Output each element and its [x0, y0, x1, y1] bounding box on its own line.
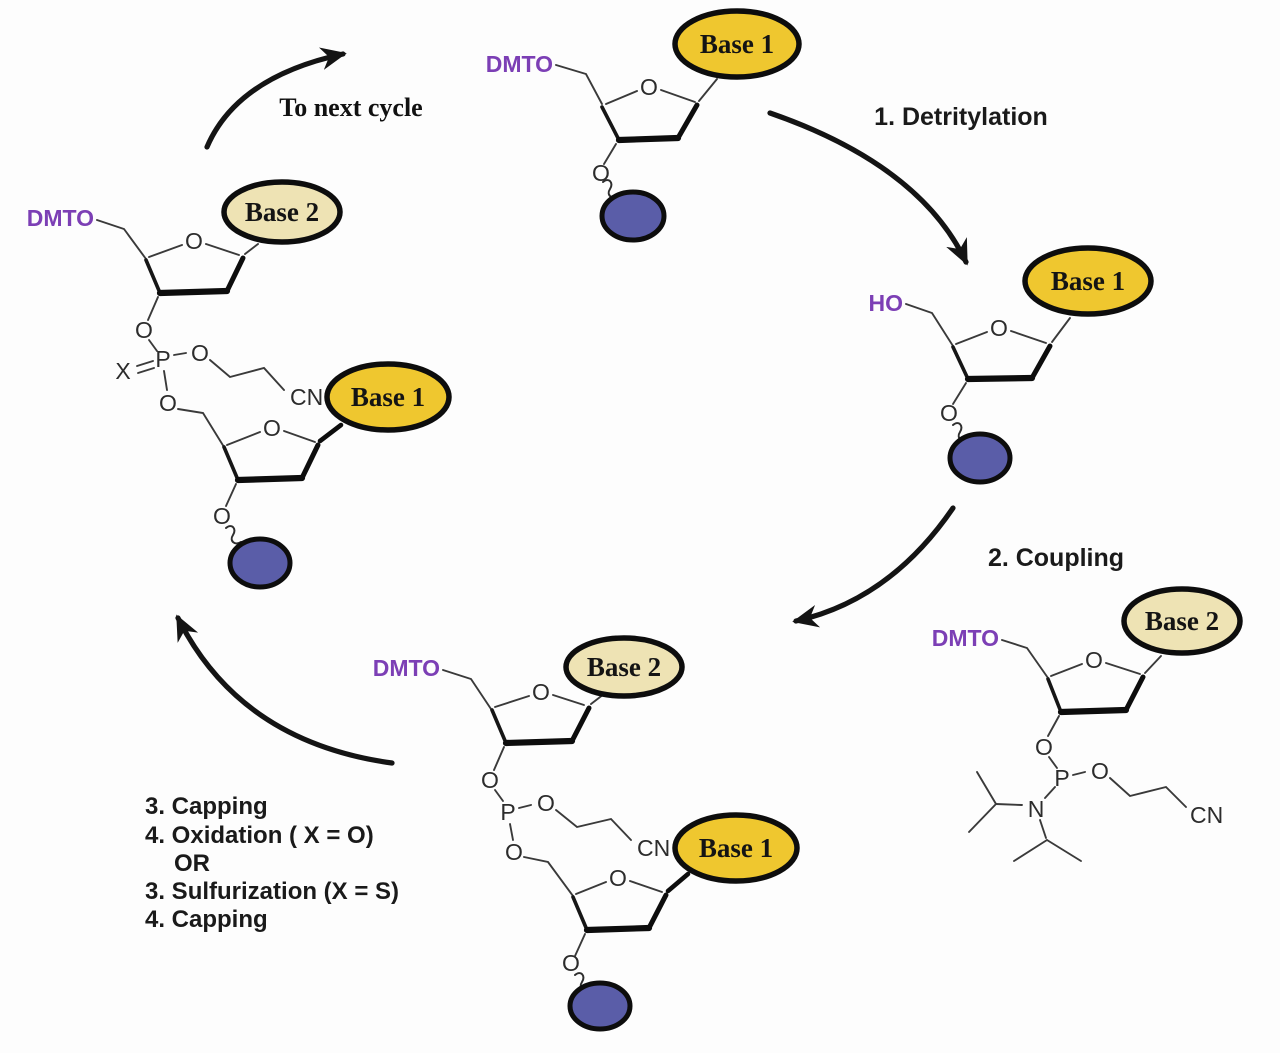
oxygen-label: O	[213, 503, 231, 529]
base2-label: Base 2	[1145, 606, 1219, 636]
bonds	[555, 64, 718, 165]
base2-ellipse	[1121, 586, 1243, 656]
base2-ellipse	[221, 179, 343, 245]
capping-oxidation-line: 3. Capping	[145, 793, 268, 820]
bonds	[968, 639, 1187, 862]
base1-label: Base 1	[1051, 266, 1125, 296]
oxygen-label: O	[135, 317, 153, 343]
bonds	[905, 303, 1071, 405]
base1-label: Base 1	[699, 833, 773, 863]
base1-label: Base 1	[351, 382, 425, 412]
dmto-label: DMTO	[486, 51, 553, 77]
ring-oxygen-label: O	[532, 679, 550, 705]
structure-coupled-dimer: Base 2 Base 1 DMTO O O P O CN O O O	[373, 635, 800, 1032]
nitrogen-label: N	[1028, 796, 1045, 822]
solid-support-bead	[599, 189, 667, 243]
oxygen-label: O	[592, 160, 610, 186]
solid-support-bead	[947, 431, 1013, 485]
bonds	[96, 219, 344, 507]
oxygen-label: O	[1091, 758, 1109, 784]
coupling-arrow	[792, 505, 956, 628]
base2-ellipse	[563, 635, 685, 699]
structure-detritylated-nucleoside: Base 1 HO O O	[869, 245, 1154, 485]
ring-oxygen-label: O	[990, 315, 1008, 341]
oxygen-label: O	[940, 400, 958, 426]
dmto-label: DMTO	[373, 655, 440, 681]
linker-squiggle	[225, 525, 242, 545]
phosphorus-label: P	[155, 346, 170, 372]
capping-oxidation-text-block: 3. Capping 4. Oxidation ( X = O) OR 3. S…	[145, 793, 399, 933]
phosphorus-label: P	[500, 799, 515, 825]
oxygen-label: O	[562, 950, 580, 976]
oxygen-label: O	[159, 390, 177, 416]
ring-oxygen-label: O	[640, 74, 658, 100]
solid-support-bead	[567, 980, 633, 1032]
capping-oxidation-arrow	[175, 614, 395, 766]
base1-ellipse	[324, 361, 452, 433]
base1-ellipse	[1022, 245, 1154, 317]
ring-oxygen-label: O	[185, 228, 203, 254]
detritylation-arrow	[767, 110, 969, 266]
oxygen-label: O	[505, 839, 523, 865]
step-label-coupling: 2. Coupling	[988, 544, 1124, 572]
dmto-label: DMTO	[27, 205, 94, 231]
capping-oxidation-line: OR	[174, 850, 210, 877]
oxygen-label: O	[191, 340, 209, 366]
oxygen-label: O	[481, 767, 499, 793]
structure-start-nucleoside: Base 1 DMTO O O	[486, 8, 802, 243]
base2-label: Base 2	[245, 197, 319, 227]
base1-label: Base 1	[700, 29, 774, 59]
capping-oxidation-line: 4. Capping	[145, 906, 268, 933]
dmto-label: DMTO	[932, 625, 999, 651]
base1-ellipse	[672, 8, 802, 80]
cyano-label: CN	[637, 835, 670, 861]
step-label-detritylation: 1. Detritylation	[874, 103, 1048, 131]
oxygen-label: O	[537, 790, 555, 816]
next-cycle-label: To next cycle	[279, 93, 422, 122]
phosphorus-label: P	[1054, 765, 1069, 791]
base2-label: Base 2	[587, 652, 661, 682]
capping-oxidation-line: 4. Oxidation ( X = O)	[145, 822, 374, 849]
x-substituent-label: X	[115, 358, 130, 384]
structure-oxidized-dimer: Base 2 Base 1 DMTO O O P X O CN O O O	[27, 179, 452, 590]
capping-oxidation-line: 3. Sulfurization (X = S)	[145, 878, 399, 905]
bonds	[442, 669, 691, 957]
ring-oxygen-label: O	[263, 415, 281, 441]
ho-label: HO	[869, 290, 904, 316]
ring-oxygen-label: O	[609, 865, 627, 891]
next-cycle-arrow	[204, 47, 347, 150]
cyano-label: CN	[1190, 802, 1223, 828]
structure-phosphoramidite: Base 2 DMTO O O P O CN N	[932, 586, 1243, 862]
solid-support-bead	[227, 536, 293, 590]
ring-oxygen-label: O	[1085, 647, 1103, 673]
oxygen-label: O	[1035, 734, 1053, 760]
cyano-label: CN	[290, 384, 323, 410]
base1-ellipse	[672, 812, 800, 884]
